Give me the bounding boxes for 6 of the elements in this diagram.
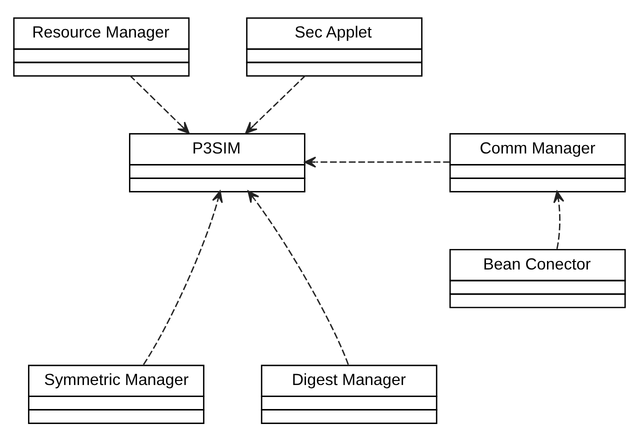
arrow (248, 190, 349, 365)
arrow (245, 75, 306, 134)
arrow (304, 156, 450, 168)
arrow (130, 75, 190, 134)
arrow (142, 190, 223, 365)
arrow (553, 190, 564, 250)
